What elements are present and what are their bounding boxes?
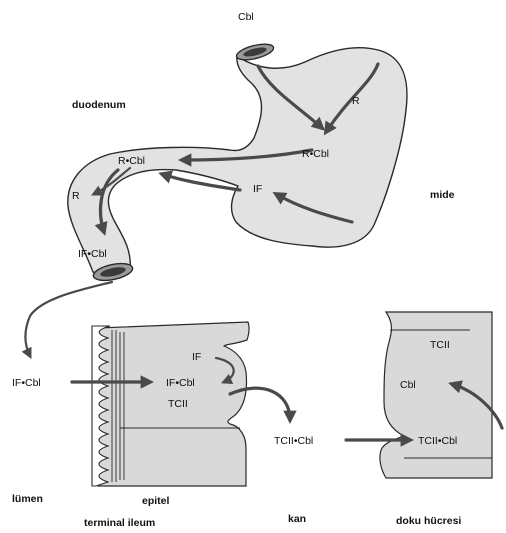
label-if-epithelium: IF — [192, 351, 201, 363]
label-r-stomach: R — [352, 95, 360, 107]
label-tciicbl-blood: TCII•Cbl — [274, 435, 313, 447]
label-ifcbl-lumen: IF•Cbl — [12, 377, 41, 389]
label-if-stomach: IF — [253, 183, 262, 195]
label-tcii-epithelium: TCII — [168, 398, 188, 410]
label-cbl-in: Cbl — [238, 11, 254, 23]
label-r-duodenum: R — [72, 190, 80, 202]
label-tcii-cell: TCII — [430, 339, 450, 351]
label-kan: kan — [288, 513, 306, 525]
label-terminal-ileum: terminal ileum — [84, 517, 155, 529]
label-tciicbl-cell: TCII•Cbl — [418, 435, 457, 447]
label-doku-hucresi: doku hücresi — [396, 515, 461, 527]
label-ifcbl-epithelium: IF•Cbl — [166, 377, 195, 389]
label-duodenum: duodenum — [72, 99, 126, 111]
label-ifcbl-duodenum: IF•Cbl — [78, 248, 107, 260]
label-cbl-cell: Cbl — [400, 379, 416, 391]
label-lumen: lümen — [12, 493, 43, 505]
label-mide: mide — [430, 189, 455, 201]
label-epitel: epitel — [142, 495, 170, 507]
label-rcbl-duodenum: R•Cbl — [118, 155, 145, 167]
label-rcbl-stomach: R•Cbl — [302, 148, 329, 160]
